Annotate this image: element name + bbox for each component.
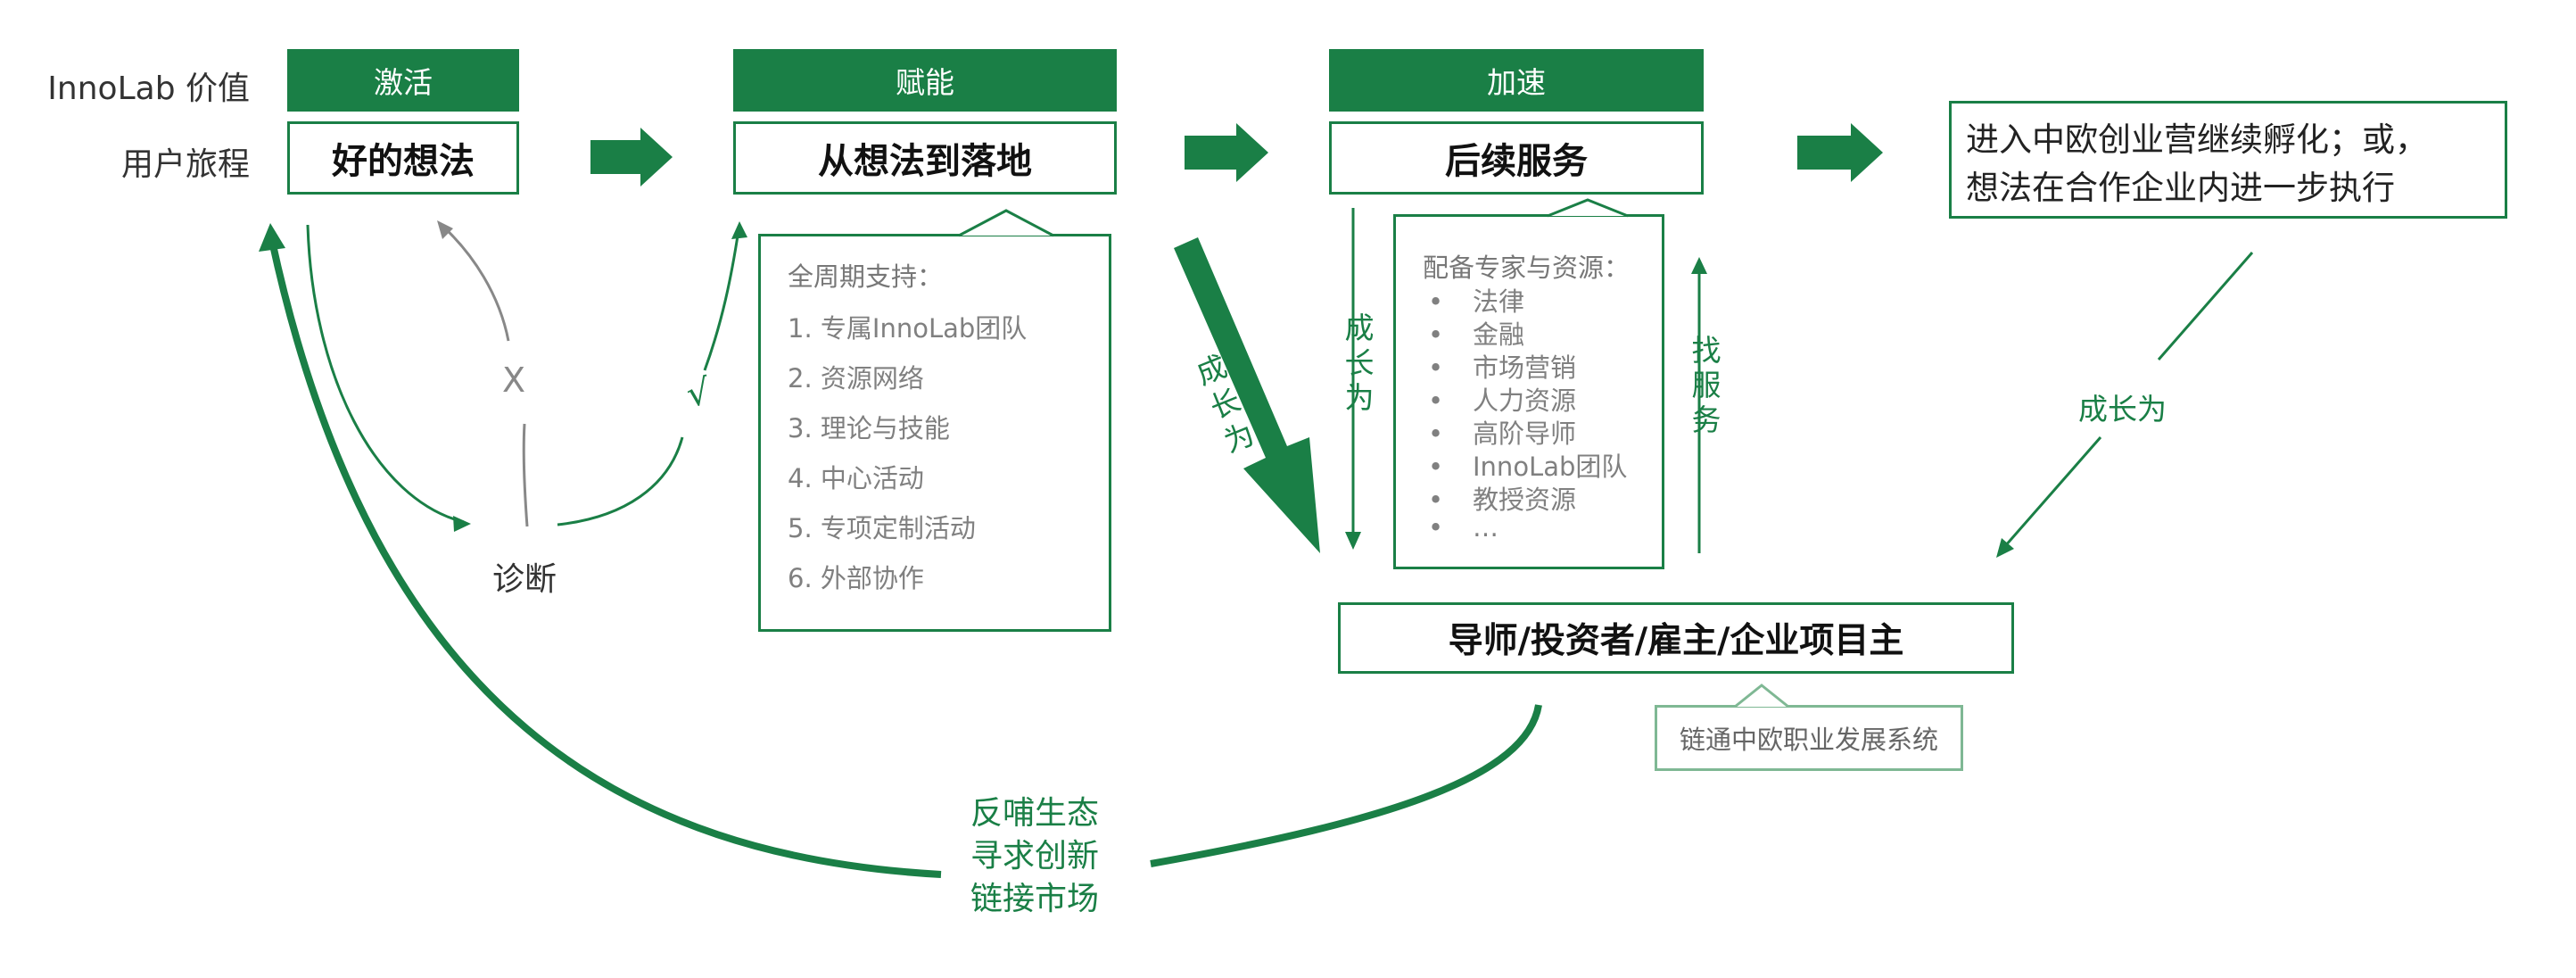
stage-idea-to-landing: 从想法到落地 [733, 121, 1117, 195]
resources-title: 配备专家与资源： [1423, 253, 1631, 283]
reject-arrowhead [437, 220, 453, 239]
support-item: 2. 资源网络 [788, 363, 924, 394]
support-title: 全周期支持： [788, 261, 944, 292]
outcome-grow-arrowhead [1996, 538, 2014, 558]
find-service-arrowhead [1691, 257, 1707, 274]
resource-item: •法律 [1428, 286, 1525, 317]
outcome-line-1: 进入中欧创业营继续孵化；或， [1966, 120, 2428, 159]
career-callout-pointer [1734, 684, 1789, 709]
thin-grow-arrowhead [1345, 532, 1361, 550]
diagnosis-label: 诊断 [492, 561, 557, 598]
idea-to-diagnosis-arrowhead [453, 516, 471, 532]
mentors-box: 导师/投资者/雇主/企业项目主 [1338, 602, 2014, 674]
process-arrow-3 [1797, 123, 1883, 182]
feedback-label: 寻求创新 [970, 838, 1100, 874]
row-label-journey: 用户旅程 [120, 146, 250, 183]
resources-list: •法律 •金融 •市场营销 •人力资源 •高阶导师 •InnoLab团队 •教授… [1428, 281, 1627, 545]
outcome-line-2: 想法在合作企业内进一步执行 [1966, 169, 2395, 207]
feedback-loop-right [1150, 704, 1542, 867]
support-item: 5. 专项定制活动 [788, 513, 976, 543]
process-arrow-1 [590, 128, 673, 186]
resource-item: •金融 [1428, 319, 1525, 350]
find-service-label: 找服务 [1687, 335, 1721, 439]
support-callout: 全周期支持： 1. 专属InnoLab团队 2. 资源网络 3. 理论与技能 4… [758, 234, 1111, 632]
feedback-label: 反哺生态 [970, 795, 1100, 832]
resources-callout: 配备专家与资源： •法律 •金融 •市场营销 •人力资源 •高阶导师 •Inno… [1393, 214, 1664, 569]
pass-path-lower [557, 436, 684, 526]
phase-activate: 激活 [287, 49, 519, 112]
grow-label-outcome-arrow: 成长为 [2078, 392, 2167, 427]
process-arrow-2 [1185, 123, 1268, 182]
reject-path-upper [442, 226, 510, 342]
support-item: 3. 理论与技能 [788, 413, 950, 443]
stage-follow-up-service: 后续服务 [1329, 121, 1704, 195]
grow-label-thin-arrow: 成长为 [1340, 312, 1375, 417]
support-item: 4. 中心活动 [788, 463, 924, 493]
support-item: 1. 专属InnoLab团队 [788, 313, 1028, 344]
support-item: 6. 外部协作 [788, 563, 924, 593]
outcome-grow-line [2003, 436, 2102, 547]
resource-item: •教授资源 [1428, 485, 1577, 515]
outcome-box: 进入中欧创业营继续孵化；或， 想法在合作企业内进一步执行 [1949, 101, 2507, 219]
idea-to-diagnosis-path [306, 224, 465, 524]
bold-grow-arrow [1174, 237, 1320, 553]
resource-item: •高阶导师 [1428, 419, 1577, 449]
resources-callout-pointer [1547, 198, 1629, 218]
resource-item: •InnoLab团队 [1428, 452, 1628, 482]
pass-path-upper [703, 229, 740, 371]
reject-path-lower [522, 423, 529, 527]
resource-item: •市场营销 [1428, 352, 1577, 383]
outcome-grow-line [2157, 252, 2254, 361]
feedback-loop-arrowhead [259, 223, 285, 252]
phase-accelerate: 加速 [1329, 49, 1704, 112]
resource-item: •人力资源 [1428, 385, 1577, 416]
support-callout-pointer [958, 209, 1054, 237]
career-system-label: 链通中欧职业发展系统 [1679, 725, 1938, 755]
pass-arrowhead [731, 221, 747, 239]
stage-good-idea: 好的想法 [287, 121, 519, 195]
feedback-loop-left [268, 240, 942, 878]
row-label-value: InnoLab 价值 [47, 70, 250, 107]
career-system-callout: 链通中欧职业发展系统 [1655, 705, 1963, 771]
reject-mark: X [502, 361, 526, 400]
feedback-label: 链接市场 [970, 881, 1100, 917]
resource-item: •… [1428, 512, 1499, 543]
phase-empower: 赋能 [733, 49, 1117, 112]
